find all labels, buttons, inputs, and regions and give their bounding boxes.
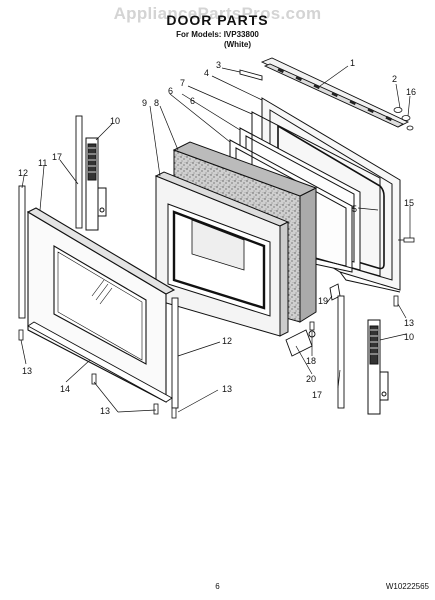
bottom-trim-part-14 [27,321,173,403]
door-frame-part-9 [154,171,290,337]
callout-18: 18 [306,356,316,366]
callout-15: 15 [404,198,414,208]
color-line: (White) [223,40,252,49]
vent-trim-part-1 [260,57,410,128]
screws-part-2-16 [393,107,414,131]
callout-5: 5 [352,204,357,214]
side-trim-part-12-left [18,185,26,319]
hinge-channel-part-17-right [337,295,345,409]
callout-14: 14 [60,384,70,394]
callout-13-bottom: 13 [100,406,110,416]
document-code: W10222565 [385,582,429,591]
callout-16: 16 [406,87,416,97]
callout-1: 1 [350,58,355,68]
callout-3: 3 [216,60,221,70]
screws-part-13 [18,295,399,419]
callout-4: 4 [204,68,209,78]
callout-8: 8 [154,98,159,108]
callout-6-upper: 6 [190,96,195,106]
hinge-part-10-right [367,319,389,415]
side-trim-part-12-right [171,297,179,409]
callout-20: 20 [306,374,316,384]
screw-part-15 [398,237,415,243]
callout-12-right: 12 [222,336,232,346]
callout-17-upper: 17 [52,152,62,162]
bracket-part-3 [239,69,263,81]
watermark: AppliancePartsPros.com [113,4,322,23]
callout-7: 7 [180,78,185,88]
leader-lines [20,65,411,413]
hinge-part-10-left [85,137,107,231]
callout-13-right: 13 [404,318,414,328]
outer-door-panel-part-11 [26,207,176,403]
callout-13-left: 13 [22,366,32,376]
callout-labels: 1 2 16 3 4 7 6 6 8 9 10 17 11 12 5 15 13… [18,58,416,416]
latch-part-18-20 [285,329,316,357]
callout-9: 9 [142,98,147,108]
callout-11: 11 [38,158,47,168]
hinge-channel-part-17-left [75,115,83,229]
callout-13-lower-right: 13 [222,384,232,394]
models-line: For Models: IVP33800 [176,30,259,39]
callout-19: 19 [318,296,328,306]
page-title: DOOR PARTS [166,12,269,28]
callout-12-left: 12 [18,168,28,178]
callout-2: 2 [392,74,397,84]
callout-10-upper: 10 [110,116,120,126]
callout-6-lower: 6 [168,86,173,96]
callout-17-lower: 17 [312,390,322,400]
callout-10-lower: 10 [404,332,414,342]
page-number: 6 [215,582,220,591]
